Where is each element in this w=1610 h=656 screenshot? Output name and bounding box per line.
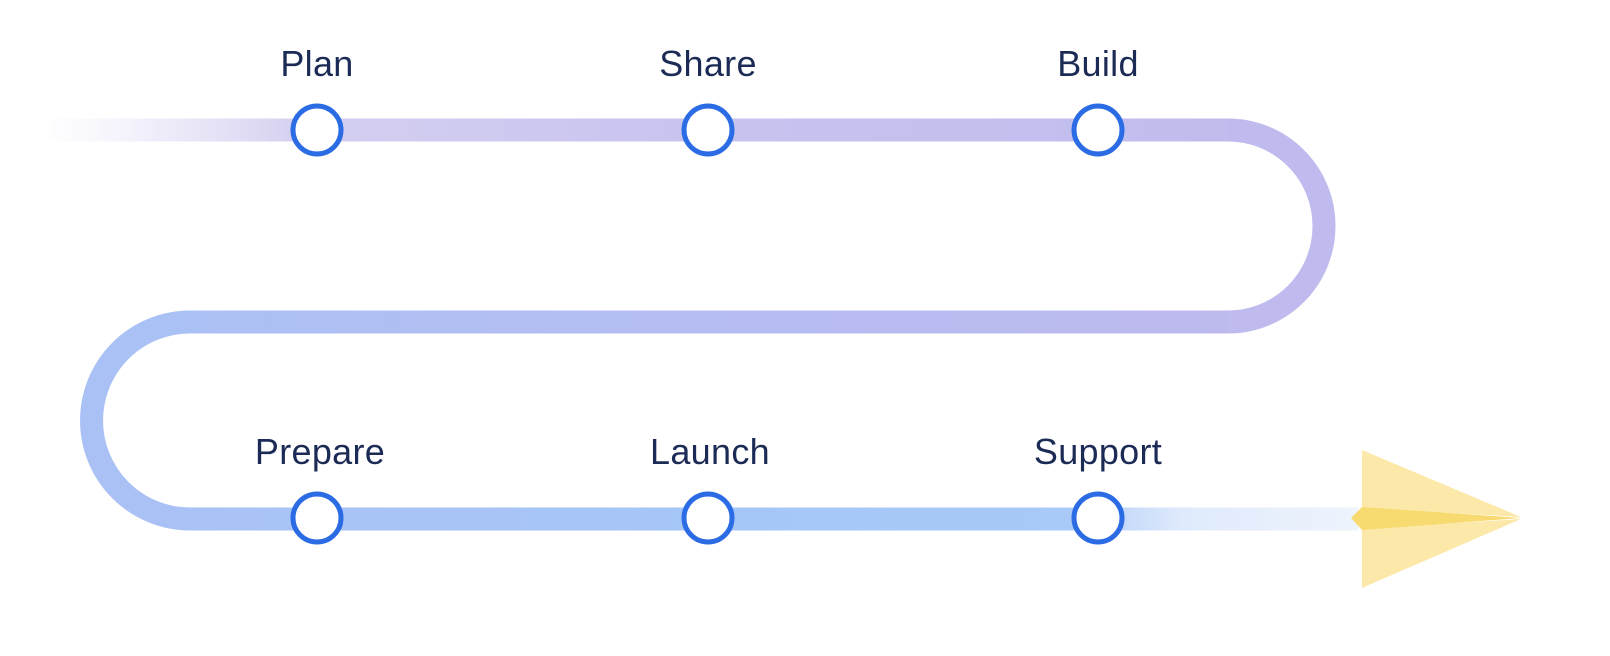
step-label-support: Support xyxy=(1033,431,1163,472)
step-nodes xyxy=(290,103,1125,545)
step-label-prepare: Prepare xyxy=(254,431,386,472)
node-build xyxy=(1071,103,1125,157)
node-share xyxy=(681,103,735,157)
node-support xyxy=(1071,491,1125,545)
node-launch xyxy=(681,491,735,545)
step-label-share: Share xyxy=(659,43,757,84)
node-prepare xyxy=(290,491,344,545)
flow-path-left-curve xyxy=(80,310,191,531)
paper-plane-icon xyxy=(1351,450,1521,588)
flow-path-right-curve xyxy=(1227,118,1336,334)
node-plan xyxy=(290,103,344,157)
plane-top-wing xyxy=(1362,450,1521,517)
flow-path xyxy=(38,118,1358,531)
step-label-build: Build xyxy=(1057,43,1139,84)
plane-body-fold xyxy=(1351,507,1521,530)
plane-bottom-wing xyxy=(1362,519,1521,588)
step-label-plan: Plan xyxy=(280,43,354,84)
step-label-launch: Launch xyxy=(650,431,770,472)
